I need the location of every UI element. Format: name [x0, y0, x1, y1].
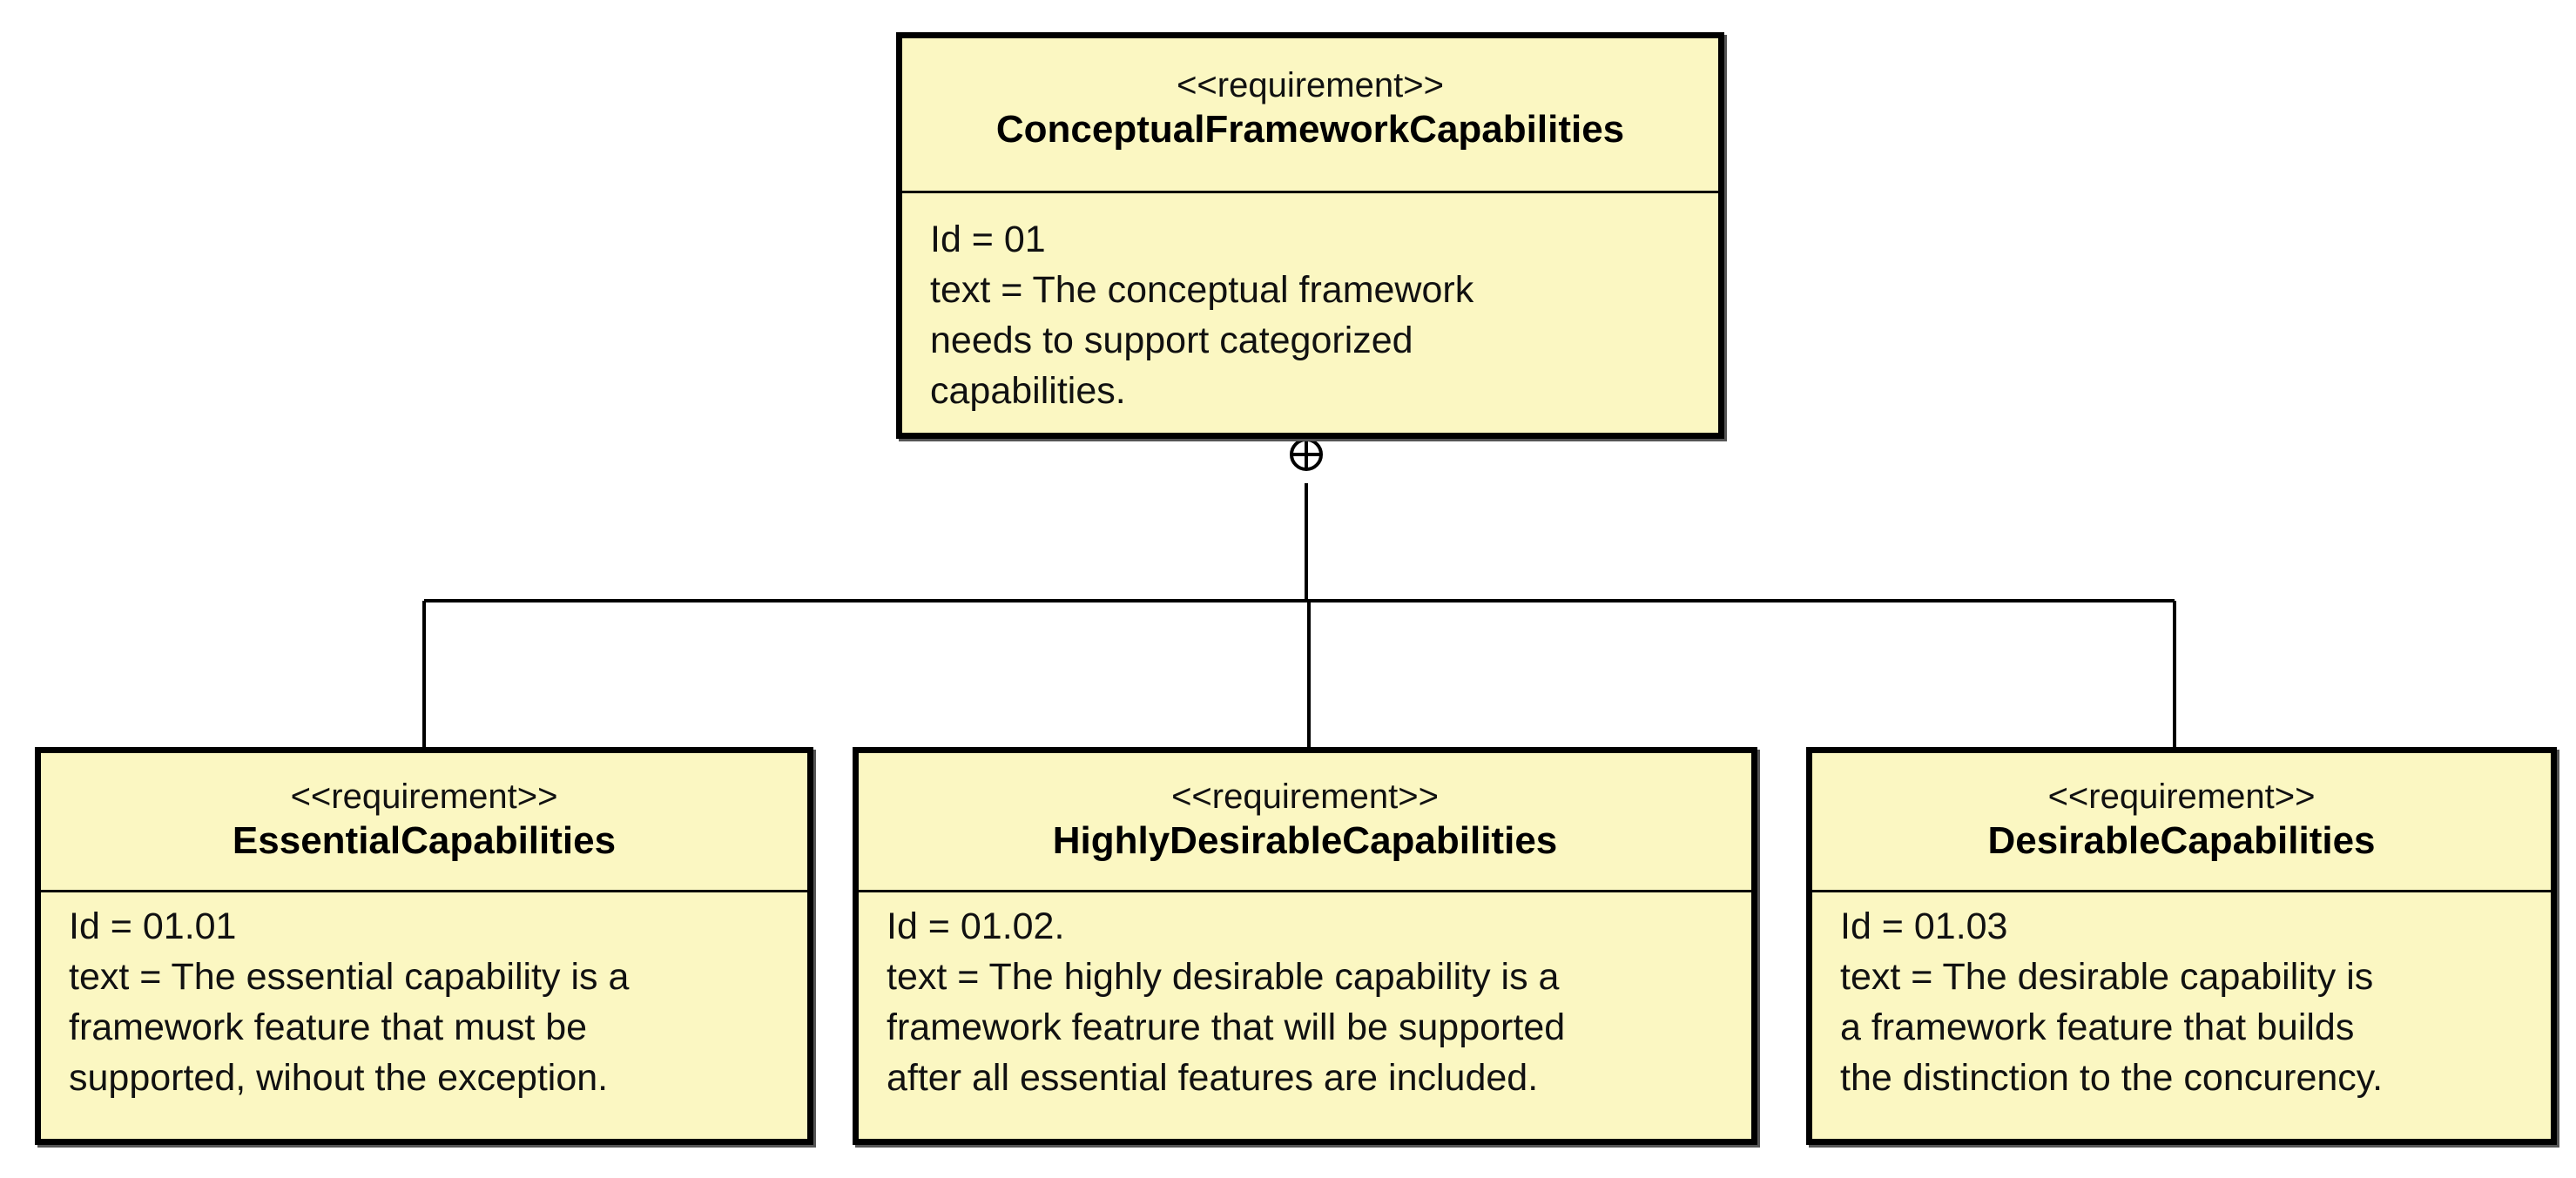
requirement-text-line: text = The highly desirable capability i…	[887, 956, 1560, 998]
requirement-text-line: framework feature that must be	[69, 1006, 588, 1048]
requirement-body: Id = 01.01 text = The essential capabili…	[41, 892, 807, 1103]
requirement-header: <<requirement>> HighlyDesirableCapabilit…	[859, 753, 1751, 892]
stereotype-label: <<requirement>>	[1171, 777, 1439, 816]
requirement-id: Id = 01.03	[1840, 905, 2008, 947]
requirement-text-line: after all essential features are include…	[887, 1057, 1539, 1099]
requirement-name: ConceptualFrameworkCapabilities	[995, 108, 1625, 151]
requirement-body: Id = 01.03 text = The desirable capabili…	[1812, 892, 2551, 1103]
requirement-text-line: framework featrure that will be supporte…	[887, 1006, 1566, 1048]
requirement-text-line: text = The conceptual framework	[930, 269, 1474, 311]
requirement-id: Id = 01	[930, 219, 1046, 260]
requirement-text-line: text = The essential capability is a	[69, 956, 630, 998]
requirement-id: Id = 01.01	[69, 905, 237, 947]
requirement-text-line: a framework feature that builds	[1840, 1006, 2355, 1048]
requirement-header: <<requirement>> ConceptualFrameworkCapab…	[902, 38, 1718, 193]
containment-circle-plus-icon	[1290, 438, 1323, 471]
requirement-conceptual-framework-capabilities[interactable]: <<requirement>> ConceptualFrameworkCapab…	[896, 32, 1724, 439]
requirement-highly-desirable-capabilities[interactable]: <<requirement>> HighlyDesirableCapabilit…	[853, 747, 1757, 1145]
requirement-body: Id = 01 text = The conceptual framework …	[902, 193, 1718, 416]
stereotype-label: <<requirement>>	[1177, 66, 1444, 104]
requirement-name: HighlyDesirableCapabilities	[1052, 819, 1558, 862]
requirement-desirable-capabilities[interactable]: <<requirement>> DesirableCapabilities Id…	[1806, 747, 2557, 1145]
requirement-id: Id = 01.02.	[887, 905, 1065, 947]
requirement-name: DesirableCapabilities	[1987, 819, 2376, 862]
requirement-text-line: needs to support categorized	[930, 320, 1413, 361]
requirement-essential-capabilities[interactable]: <<requirement>> EssentialCapabilities Id…	[35, 747, 813, 1145]
requirement-text-line: capabilities.	[930, 370, 1126, 412]
requirement-header: <<requirement>> EssentialCapabilities	[41, 753, 807, 892]
stereotype-label: <<requirement>>	[2047, 777, 2316, 816]
requirement-text-line: supported, wihout the exception.	[69, 1057, 609, 1099]
requirement-name: EssentialCapabilities	[232, 819, 617, 862]
requirement-body: Id = 01.02. text = The highly desirable …	[859, 892, 1751, 1103]
requirement-header: <<requirement>> DesirableCapabilities	[1812, 753, 2551, 892]
requirement-text-line: the distinction to the concurency.	[1840, 1057, 2384, 1099]
requirement-text-line: text = The desirable capability is	[1840, 956, 2374, 998]
stereotype-label: <<requirement>>	[290, 777, 558, 816]
